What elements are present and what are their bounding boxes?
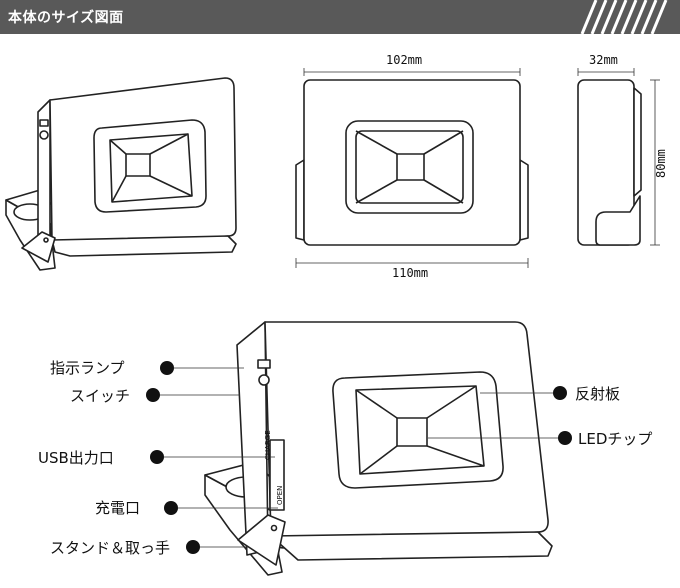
- callout-dot-stand-handle: [186, 540, 200, 554]
- dimension-width-bottom: 110mm: [392, 266, 429, 280]
- side-view: [577, 79, 642, 246]
- front-view: [295, 79, 529, 246]
- dimension-height: 80mm: [654, 149, 668, 178]
- label-usb-port: USB出力口: [38, 449, 114, 467]
- callout-dot-reflector: [553, 386, 567, 400]
- header-bar: 本体のサイズ図面: [0, 0, 680, 34]
- perspective-small-view: [5, 77, 237, 271]
- page-title: 本体のサイズ図面: [8, 10, 124, 26]
- perspective-large-view: [204, 321, 553, 576]
- dimension-width-top: 102mm: [386, 53, 423, 67]
- label-stand-handle: スタンド＆取っ手: [50, 539, 171, 557]
- callout-dot-switch: [146, 388, 160, 402]
- dimension-depth: 32mm: [589, 53, 618, 67]
- label-led-chip: LEDチップ: [578, 430, 653, 448]
- side-panel-text-2: OPEN: [276, 485, 284, 505]
- callout-dot-charge-port: [164, 501, 178, 515]
- label-reflector: 反射板: [575, 385, 621, 403]
- label-charge-port: 充電口: [95, 499, 141, 517]
- label-indicator-lamp: 指示ランプ: [50, 359, 125, 377]
- header-stripes-decoration: [580, 0, 668, 34]
- label-switch: スイッチ: [70, 387, 131, 405]
- callout-leaders: [160, 367, 558, 548]
- callout-dot-usb-port: [150, 450, 164, 464]
- dimension-lines: [295, 68, 660, 268]
- side-panel-text-1: CHARGE: [264, 430, 272, 460]
- callout-dot-indicator-lamp: [160, 361, 174, 375]
- callout-dot-led-chip: [558, 431, 572, 445]
